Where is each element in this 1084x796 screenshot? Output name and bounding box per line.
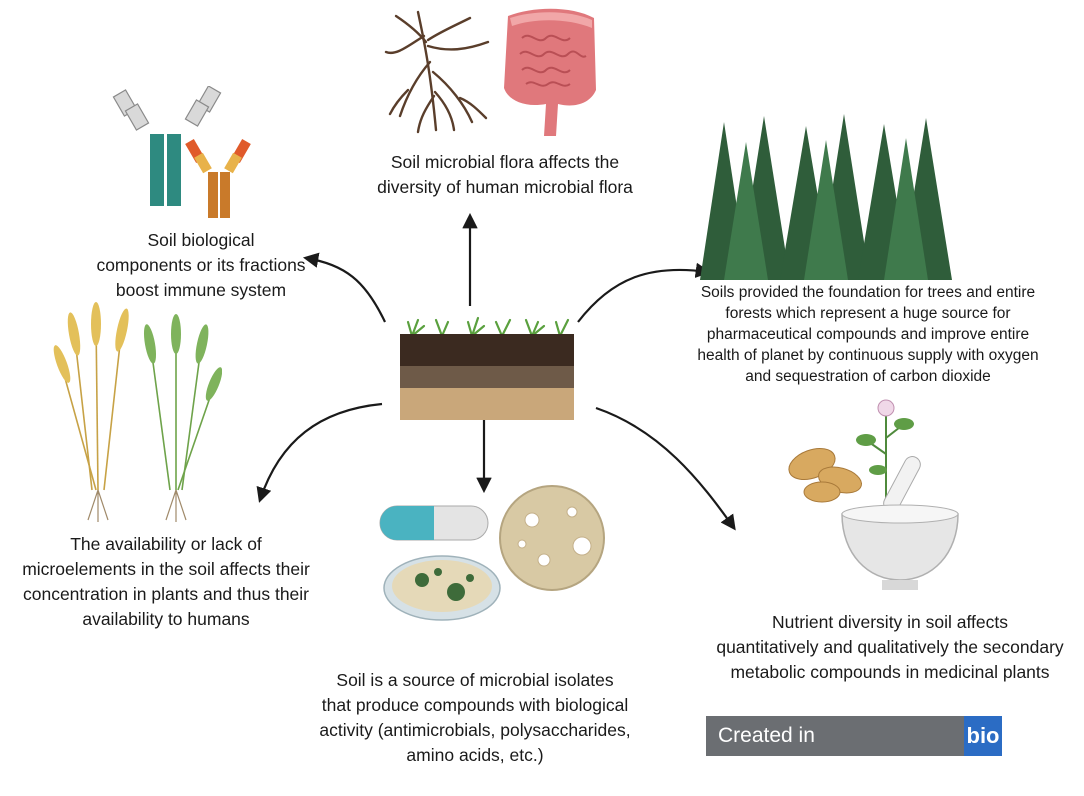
roots-illustration [384, 10, 490, 134]
biorender-badge: Created in BioRender.com bio [706, 716, 1002, 787]
biorender-logo: bio [964, 716, 1002, 756]
forest-illustration [700, 114, 952, 280]
wheat-illustration [53, 302, 222, 522]
arrow-to-forests [577, 262, 712, 323]
arrow-to-immune [302, 252, 386, 323]
soil-block-illustration [400, 316, 574, 420]
label-forests: Soils provided the foundation for trees … [697, 284, 1039, 385]
mortar-ginger-illustration [788, 399, 959, 590]
biorender-text: Created in BioRender.com [706, 716, 964, 787]
arrow-to-nutrient [595, 406, 736, 531]
intestine-illustration [504, 8, 596, 136]
capsule-petri-illustration [379, 485, 605, 621]
arrow-to-microelements [256, 402, 383, 503]
antibody-illustration [112, 86, 251, 218]
